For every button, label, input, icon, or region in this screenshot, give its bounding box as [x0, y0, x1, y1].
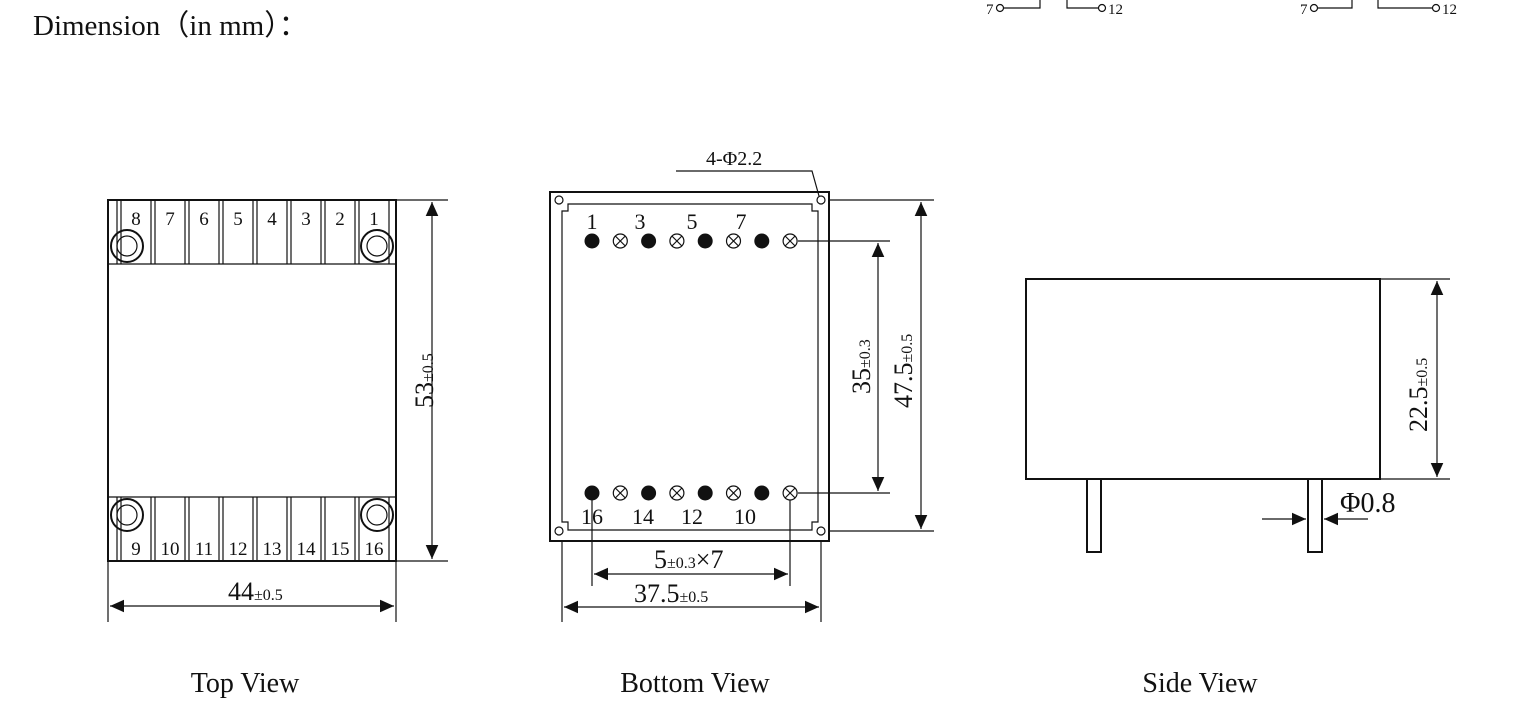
pin-hole-empty — [669, 233, 685, 249]
terminal-ribs — [116, 200, 390, 561]
schematic-pin-label: 7 — [986, 2, 994, 18]
pin-number: 7 — [165, 209, 175, 230]
pin-number: 12 — [681, 504, 703, 529]
pin-number: 7 — [736, 209, 747, 234]
bottom-view-caption: Bottom View — [620, 668, 770, 699]
pin-hole-filled — [584, 233, 600, 249]
pin-number: 3 — [301, 209, 311, 230]
pin-hole-empty — [782, 485, 798, 501]
pin-hole-empty — [612, 233, 628, 249]
pin-hole-empty — [782, 233, 798, 249]
page-title: Dimension（in mm）： — [33, 10, 308, 42]
pin-hole-empty — [725, 485, 742, 501]
pin-pitch-dimension-label: 5±0.3×7 — [654, 545, 723, 574]
width-dimension-label: 44±0.5 — [228, 577, 283, 606]
pin-hole-filled — [584, 485, 600, 501]
top-pin-number-row: 8 7 6 5 4 3 2 1 — [131, 209, 379, 230]
schematic-fragment-right: 7 12 — [1300, 0, 1457, 18]
pin-number: 9 — [131, 539, 141, 560]
corner-mounting-hole — [554, 195, 826, 536]
width-dimension-label: 37.5±0.5 — [634, 579, 708, 608]
pin-number: 3 — [635, 209, 646, 234]
pin-number: 1 — [369, 209, 379, 230]
pin-number: 16 — [365, 539, 384, 560]
pin-hole-filled — [697, 233, 713, 249]
top-view-caption: Top View — [191, 668, 300, 699]
pin-hole-filled — [754, 233, 770, 249]
top-view: 8 7 6 5 4 3 2 1 9 10 11 12 13 14 15 16 53±0.5 44±0.5 T… — [107, 199, 448, 699]
pin-hole-filled — [641, 485, 657, 501]
schematic-pin-label: 12 — [1108, 2, 1123, 18]
pin-number: 8 — [131, 209, 141, 230]
pin-hole-empty — [669, 485, 685, 501]
pin-hole-filled — [697, 485, 713, 501]
pin-number: 13 — [263, 539, 282, 560]
pin-number: 10 — [161, 539, 180, 560]
top-pin-number-row: 1 3 5 7 — [587, 209, 747, 234]
height-dimension-label: 47.5±0.5 — [889, 334, 918, 408]
pin-number: 6 — [199, 209, 209, 230]
hole-note-label: 4-Φ2.2 — [706, 148, 762, 170]
pin-number: 5 — [687, 209, 698, 234]
pin-hole-empty — [725, 233, 742, 249]
height-dimension-label: 22.5±0.5 — [1404, 358, 1433, 432]
pin-number: 2 — [335, 209, 345, 230]
pin-array — [584, 233, 798, 501]
pin-number: 15 — [331, 539, 350, 560]
pin-number: 14 — [632, 504, 654, 529]
pin-number: 12 — [229, 539, 248, 560]
side-view: 22.5±0.5 Φ0.8 Side View — [1025, 278, 1450, 699]
pin-lead — [1086, 478, 1102, 553]
side-view-caption: Side View — [1142, 668, 1258, 699]
schematic-fragment-left: 7 12 — [986, 0, 1123, 18]
height-dimension-label: 53±0.5 — [410, 353, 439, 408]
pin-hole-filled — [641, 233, 657, 249]
pin-number: 11 — [195, 539, 213, 560]
schematic-pin-label: 7 — [1300, 2, 1308, 18]
pin-number: 4 — [267, 209, 277, 230]
pin-lead — [1307, 478, 1323, 553]
pin-number: 5 — [233, 209, 243, 230]
pin-number: 10 — [734, 504, 756, 529]
pin-hole-empty — [612, 485, 628, 501]
pin-number: 14 — [297, 539, 317, 560]
mounting-boss — [110, 229, 394, 532]
pin-diameter-label: Φ0.8 — [1340, 488, 1395, 519]
bottom-pin-number-row: 9 10 11 12 13 14 15 16 — [131, 539, 383, 560]
pin-hole-filled — [754, 485, 770, 501]
schematic-pin-label: 12 — [1442, 2, 1457, 18]
pin-number: 1 — [587, 209, 598, 234]
row-pitch-dimension-label: 35±0.3 — [847, 339, 876, 394]
